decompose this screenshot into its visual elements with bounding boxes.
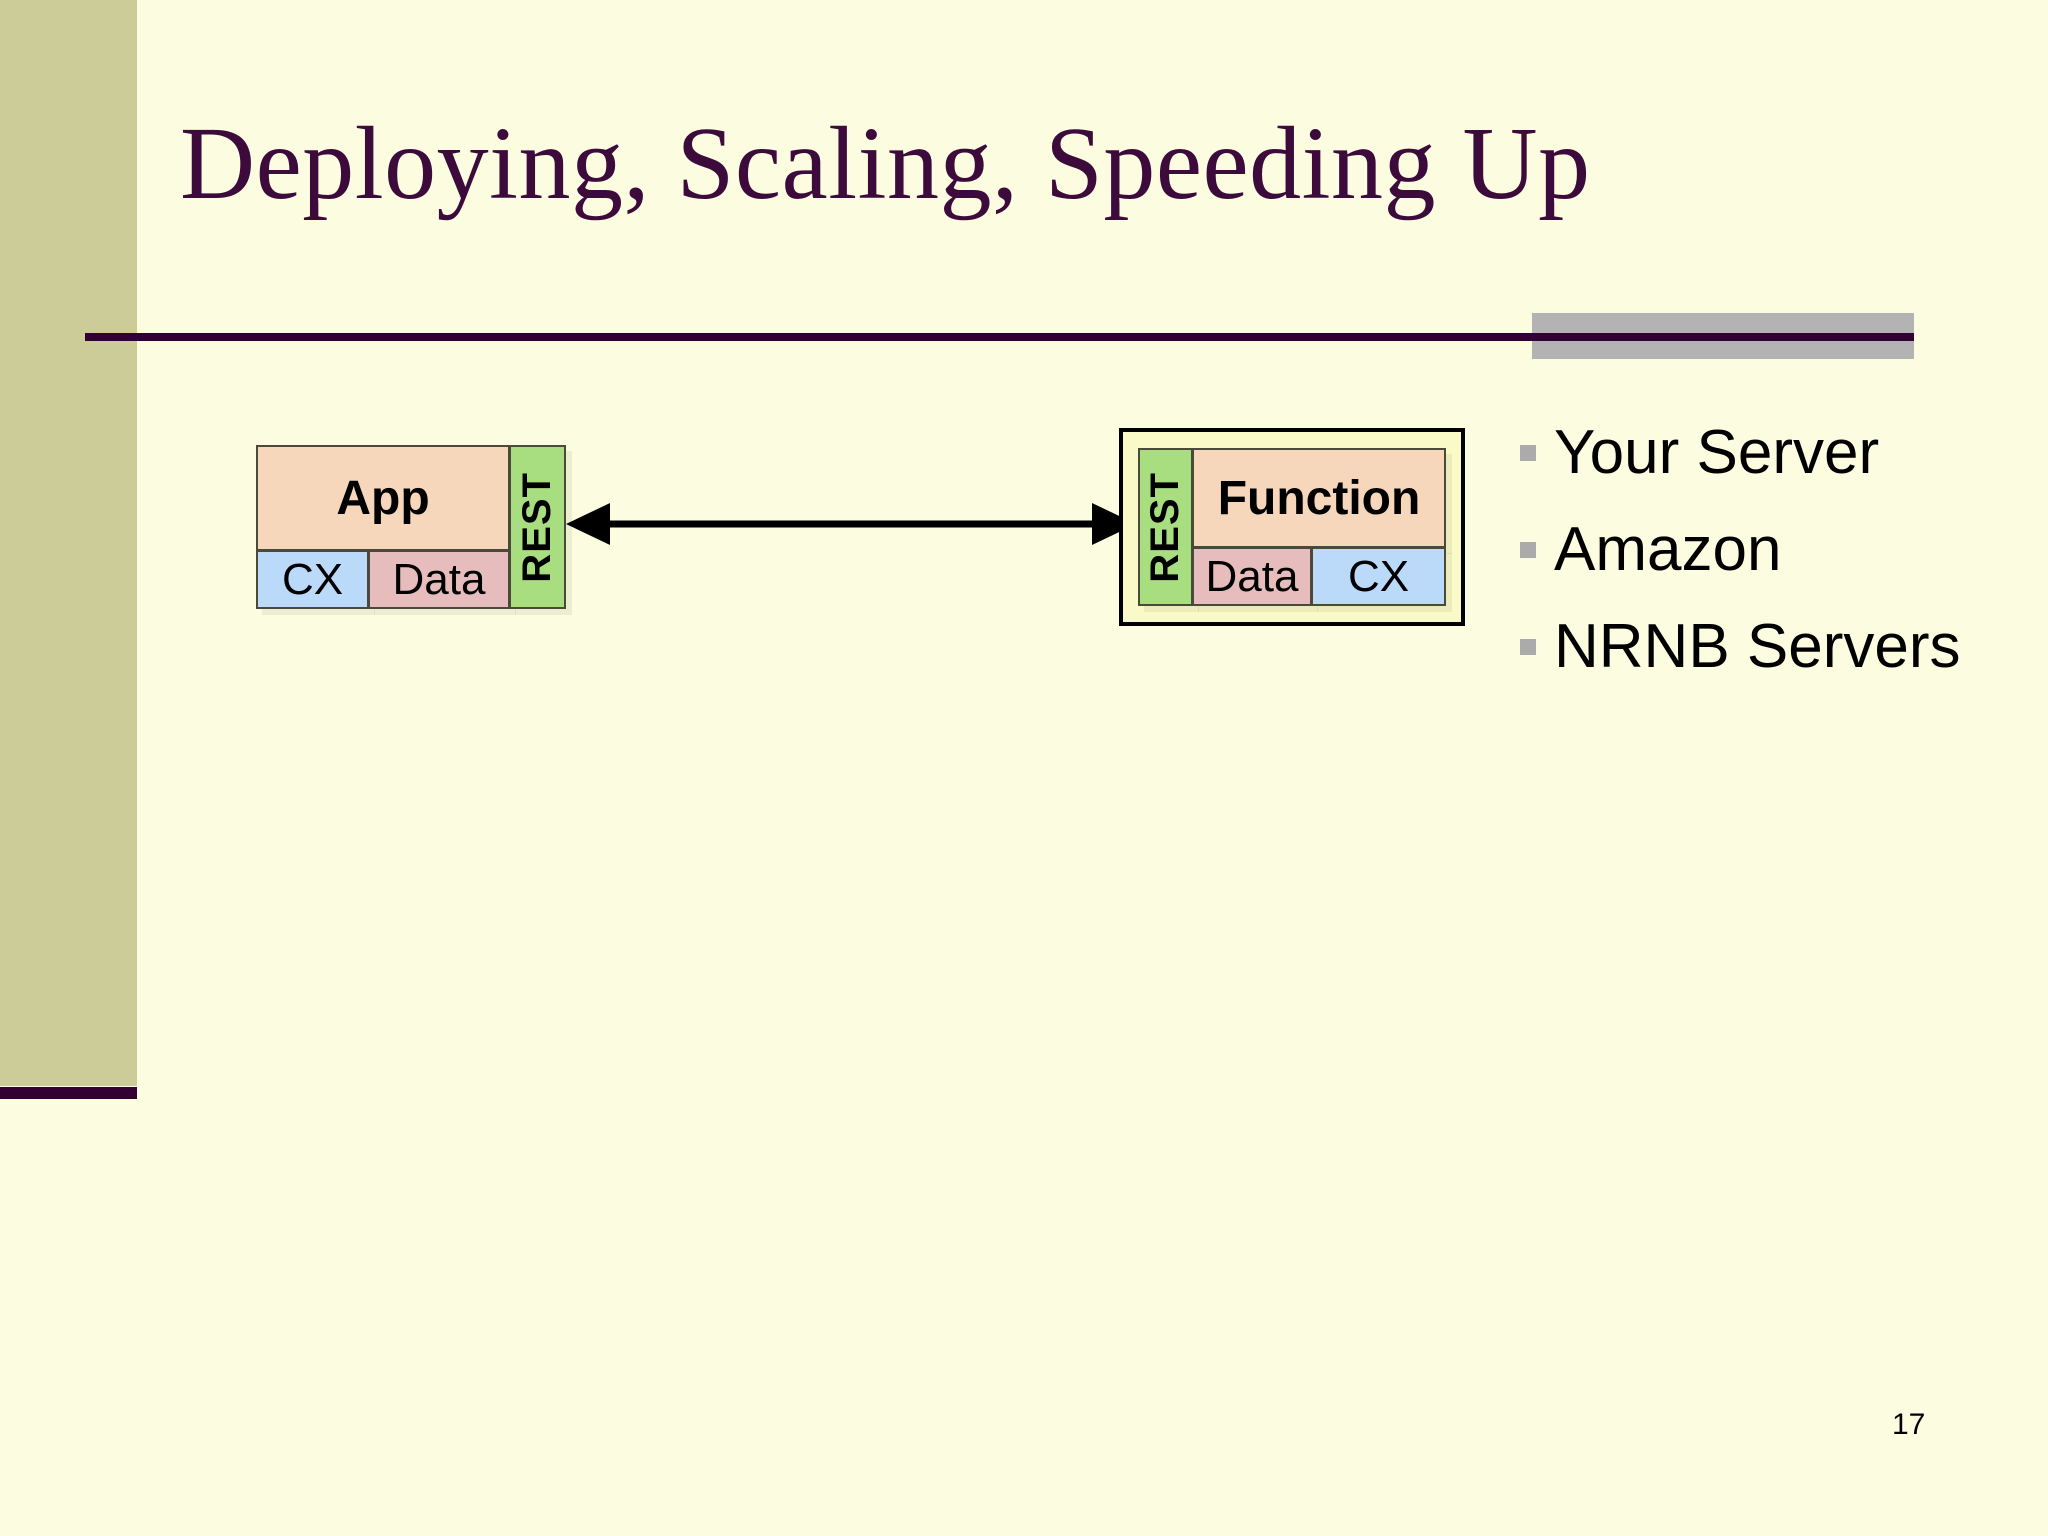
left-accent-stripe-foot	[0, 1087, 137, 1099]
diagram-cell-data-left-label: Data	[392, 554, 486, 604]
bullet-list: Your Server Amazon NRNB Servers	[1520, 420, 2040, 711]
square-bullet-icon	[1520, 444, 1536, 461]
diagram-cell-data-right-label: Data	[1205, 551, 1299, 601]
list-item: Your Server	[1520, 420, 2040, 485]
list-item: Amazon	[1520, 517, 2040, 582]
diagram-cell-function: Function	[1192, 448, 1446, 548]
diagram-right-group: REST Function Data CX	[1138, 448, 1446, 606]
square-bullet-icon	[1520, 638, 1536, 655]
square-bullet-icon	[1520, 541, 1536, 558]
title-rule-line	[85, 333, 1914, 341]
diagram-cell-data-left: Data	[368, 550, 510, 609]
double-arrow-icon	[566, 503, 1136, 545]
diagram-cell-app: App	[256, 445, 510, 551]
left-accent-stripe	[0, 0, 137, 1086]
diagram-cell-cx-left: CX	[256, 550, 369, 609]
diagram-cell-app-label: App	[336, 471, 430, 525]
page-number: 17	[1892, 1408, 1926, 1441]
diagram-cell-rest-left: REST	[509, 445, 566, 609]
diagram-cell-rest-left-label: REST	[515, 471, 559, 583]
diagram-cell-cx-left-label: CX	[281, 554, 344, 604]
diagram-cell-cx-right-label: CX	[1347, 551, 1410, 601]
list-item-label: Your Server	[1554, 418, 1880, 487]
list-item-label: NRNB Servers	[1554, 612, 1961, 682]
connector-arrow	[566, 500, 1136, 548]
diagram-cell-data-right: Data	[1192, 547, 1312, 606]
diagram-cell-cx-right: CX	[1311, 547, 1446, 606]
page-title: Deploying, Scaling, Speeding Up	[180, 106, 1591, 221]
diagram-cell-rest-right-label: REST	[1143, 471, 1187, 583]
list-item: NRNB Servers	[1520, 614, 2040, 679]
diagram-cell-rest-right: REST	[1138, 448, 1193, 606]
list-item-label: Amazon	[1554, 515, 1782, 585]
diagram-cell-function-label: Function	[1217, 471, 1421, 525]
diagram-left-group: App CX Data REST	[256, 445, 566, 609]
